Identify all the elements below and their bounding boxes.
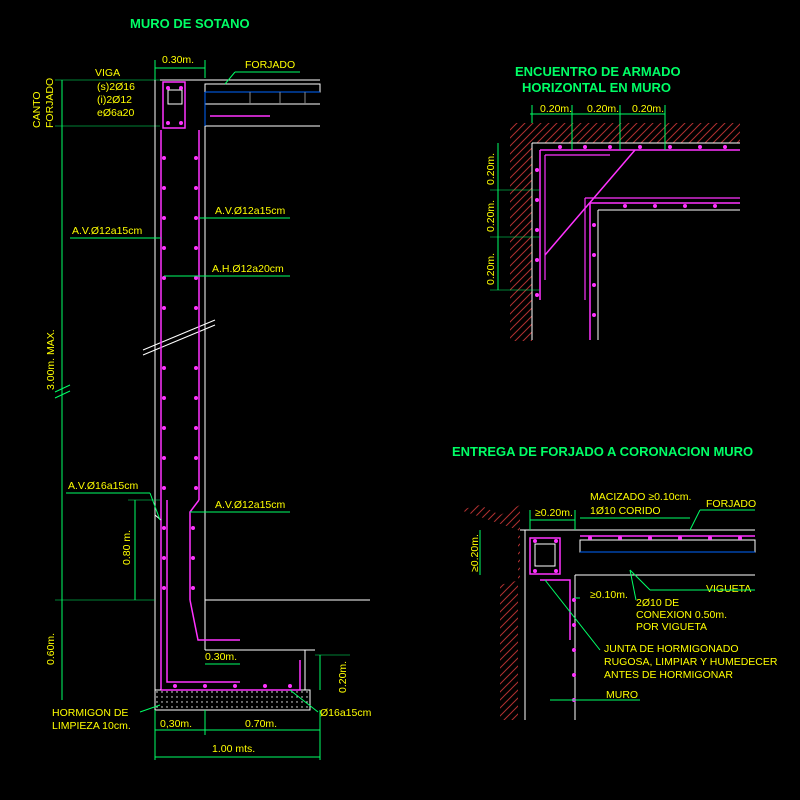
ent-corrido: 1Ø10 CORIDO: [590, 505, 661, 517]
ent-dim-top: ≥0.20m.: [535, 507, 573, 519]
ent-junta-2: RUGOSA, LIMPIAR Y HUMEDECER: [604, 656, 778, 668]
wall: [142, 80, 216, 700]
enc-dim-h3: 0.20m.: [632, 103, 664, 115]
dim-toe-height: 0.20m.: [337, 661, 349, 693]
wall-bar-dots: [162, 156, 198, 590]
enc-dim-v2: 0.20m.: [485, 200, 497, 232]
title-muro: MURO DE SOTANO: [130, 16, 250, 31]
ent-conexion-1: 2Ø10 DE: [636, 597, 679, 609]
ent-dim-010: ≥0.10m.: [590, 589, 628, 601]
label-av-inner-bottom: A.V.Ø12a15cm: [215, 499, 285, 511]
label-viga-s: (s)2Ø16: [97, 81, 135, 93]
label-viga-i: (i)2Ø12: [97, 94, 132, 106]
enc-dim-h1: 0.20m.: [540, 103, 572, 115]
ent-junta-3: ANTES DE HORMIGONAR: [604, 669, 733, 681]
label-hormigon-2: LIMPIEZA 10cm.: [52, 720, 131, 732]
ent-forjado: FORJADO: [706, 498, 756, 510]
dim-lap: 0.80 m.: [121, 530, 133, 565]
label-viga: VIGA: [95, 67, 120, 79]
enc-dim-v3: 0.20m.: [485, 253, 497, 285]
label-forjado: FORJADO: [245, 59, 295, 71]
label-av-outer-top: A.V.Ø12a15cm: [72, 225, 142, 237]
enc-dim-h2: 0.20m.: [587, 103, 619, 115]
dim-footing-height: 0.60m.: [45, 633, 57, 665]
dim-070: 0.70m.: [245, 718, 277, 730]
label-av-outer-bottom: A.V.Ø16a15cm: [68, 480, 138, 492]
ent-conexion-2: CONEXION 0.50m.: [636, 609, 727, 621]
ent-dim-side: ≥0.20m.: [469, 534, 481, 572]
muro-section: MURO DE SOTANO FORJADO VIGA (s)2Ø16 (i)2…: [31, 16, 372, 760]
title-entrega: ENTREGA DE FORJADO A CORONACION MURO: [452, 444, 753, 459]
title-encuentro-2: HORIZONTAL EN MURO: [522, 80, 671, 95]
label-canto: CANTO: [31, 91, 43, 128]
ent-macizado: MACIZADO ≥0.10cm.: [590, 491, 691, 503]
entrega-section: ENTREGA DE FORJADO A CORONACION MURO ≥0.…: [452, 444, 778, 720]
viga: [162, 81, 186, 129]
dim-height-max: 3.00m. MAX.: [45, 329, 57, 390]
dim-heel: 0.30m.: [205, 651, 237, 663]
title-encuentro-1: ENCUENTRO DE ARMADO: [515, 64, 681, 79]
ent-junta-1: JUNTA DE HORMIGONADO: [604, 643, 739, 655]
forjado-slab: [160, 79, 321, 127]
ent-conexion-3: POR VIGUETA: [636, 621, 707, 633]
dim-030: 0,30m.: [160, 718, 192, 730]
label-ah: A.H.Ø12a20cm: [212, 263, 284, 275]
label-canto-forjado: FORJADO: [44, 78, 56, 128]
dim-100: 1.00 mts.: [212, 743, 255, 755]
label-hormigon-1: HORMIGON DE: [52, 707, 128, 719]
ent-muro: MURO: [606, 689, 638, 701]
dim-top-width: 0.30m.: [162, 54, 194, 66]
label-av-inner-top: A.V.Ø12a15cm: [215, 205, 285, 217]
enc-dim-v1: 0.20m.: [485, 153, 497, 185]
encuentro-section: ENCUENTRO DE ARMADO HORIZONTAL EN MURO 0…: [485, 64, 740, 341]
label-footing-bar: Ø16a15cm: [320, 707, 372, 719]
ent-vigueta: VIGUETA: [706, 583, 751, 595]
label-viga-e: eØ6a20: [97, 107, 135, 119]
footing: [154, 599, 370, 711]
